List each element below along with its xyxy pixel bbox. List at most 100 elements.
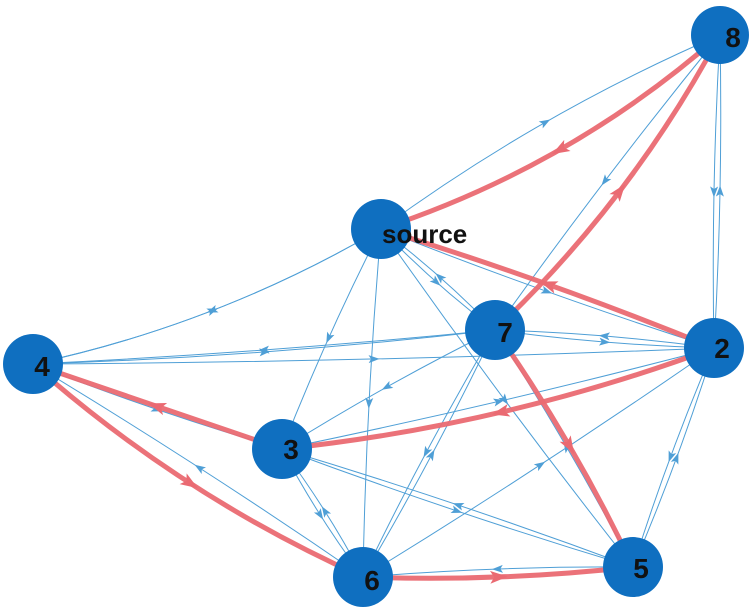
edge-2-to-5 [632,347,715,568]
edge-8-to-2 [710,34,721,349]
edge-arrow [491,564,504,573]
edge-arrow [450,505,463,514]
edge-line [632,347,715,568]
node-2[interactable]: 2 [684,318,744,378]
edge-arrow [489,570,508,584]
edge-line [362,347,715,578]
edge-arrow [601,174,612,186]
edge-arrow [670,452,679,465]
node-source-label: source [382,219,467,249]
edge-4-to-7 [32,329,496,365]
edge-arrow [435,273,447,284]
edge-3-to-2 [281,347,715,450]
edge-6-to-7 [362,329,496,578]
edge-2-to-8 [713,34,724,349]
node-8-circle [691,6,749,64]
edge-line [362,329,496,578]
edge-arrow [491,404,511,417]
edge-5-to-7 [494,329,634,568]
edge-line [632,347,715,568]
highlighted-edge-2-to-3 [279,345,717,452]
edge-arrow [492,398,505,407]
edge-5-to-2 [632,347,715,568]
highlighted-edge-8-to-source [378,32,723,232]
edge-line [492,327,636,570]
edge-source-to-6 [362,228,382,578]
edge-7-to-3 [281,329,496,450]
highlighted-edge-7-to-5 [492,327,636,570]
edge-arrow [498,393,509,405]
edge-line [378,32,723,232]
edge-arrow [533,461,546,472]
edge-arrow [598,332,611,341]
edge-line [492,32,723,333]
edge-line [32,347,715,365]
node-6-circle [333,547,393,607]
edge-arrow [552,139,571,155]
node-3[interactable]: 3 [252,419,312,479]
edge-arrow [668,450,677,463]
edge-line [494,329,634,568]
edge-line [279,345,717,452]
node-5-label: 5 [633,553,649,584]
edge-source-to-4 [32,228,382,365]
node-8[interactable]: 8 [691,6,749,64]
edge-arrow [321,506,332,518]
edge-arrow [206,308,219,317]
edge-arrow [423,445,433,458]
edge-source-to-8 [380,34,721,230]
node-3-circle [252,419,312,479]
edges-highlighted [30,32,723,584]
edge-arrow [452,502,465,511]
node-4[interactable]: 4 [3,334,63,394]
edge-4-to-2 [32,347,715,365]
edge-arrow [559,435,575,454]
node-7[interactable]: 7 [465,300,525,360]
edge-arrow [259,348,271,357]
edge-line [380,34,721,230]
node-2-circle [684,318,744,378]
edge-line [30,361,366,580]
node-8-label: 8 [725,22,741,53]
edge-line [32,228,382,365]
edge-4-to-source [32,228,382,365]
node-5[interactable]: 5 [603,537,663,597]
edge-line [281,347,715,450]
edge-arrow [326,331,335,344]
edge-source-to-2 [380,228,715,349]
node-4-label: 4 [34,351,50,382]
edge-3-to-5 [281,448,634,568]
edge-line [32,363,364,578]
edge-source-to-5 [380,228,634,568]
edge-5-to-6 [362,564,634,578]
edge-arrow [429,275,441,286]
node-6-label: 6 [364,565,380,596]
edge-line [494,34,721,331]
node-5-circle [603,537,663,597]
edge-8-to-7 [494,34,721,331]
highlighted-edge-2-to-source [378,226,717,351]
node-source[interactable]: source [351,199,467,259]
node-source-circle [351,199,411,259]
node-4-circle [3,334,63,394]
nodes: source 2 3 4 5 6 7 8 [3,6,749,607]
edge-arrow [598,337,611,346]
edge-arrow [715,185,724,197]
edge-arrow [609,183,626,202]
node-6[interactable]: 6 [333,547,393,607]
edge-line [362,228,382,578]
edge-line [32,228,382,365]
edge-arrow [538,119,551,129]
node-7-circle [465,300,525,360]
edge-line [362,329,496,578]
edge-arrow [425,449,435,462]
edge-arrow [365,397,374,409]
highlighted-edge-6-to-5 [360,564,636,584]
edges-normal [32,34,724,578]
edge-6-to-2 [362,347,715,578]
edge-arrow [194,464,206,475]
highlighted-edge-4-to-6 [30,361,366,580]
highlighted-edge-3-to-4 [30,361,285,452]
edge-arrow [710,186,719,198]
